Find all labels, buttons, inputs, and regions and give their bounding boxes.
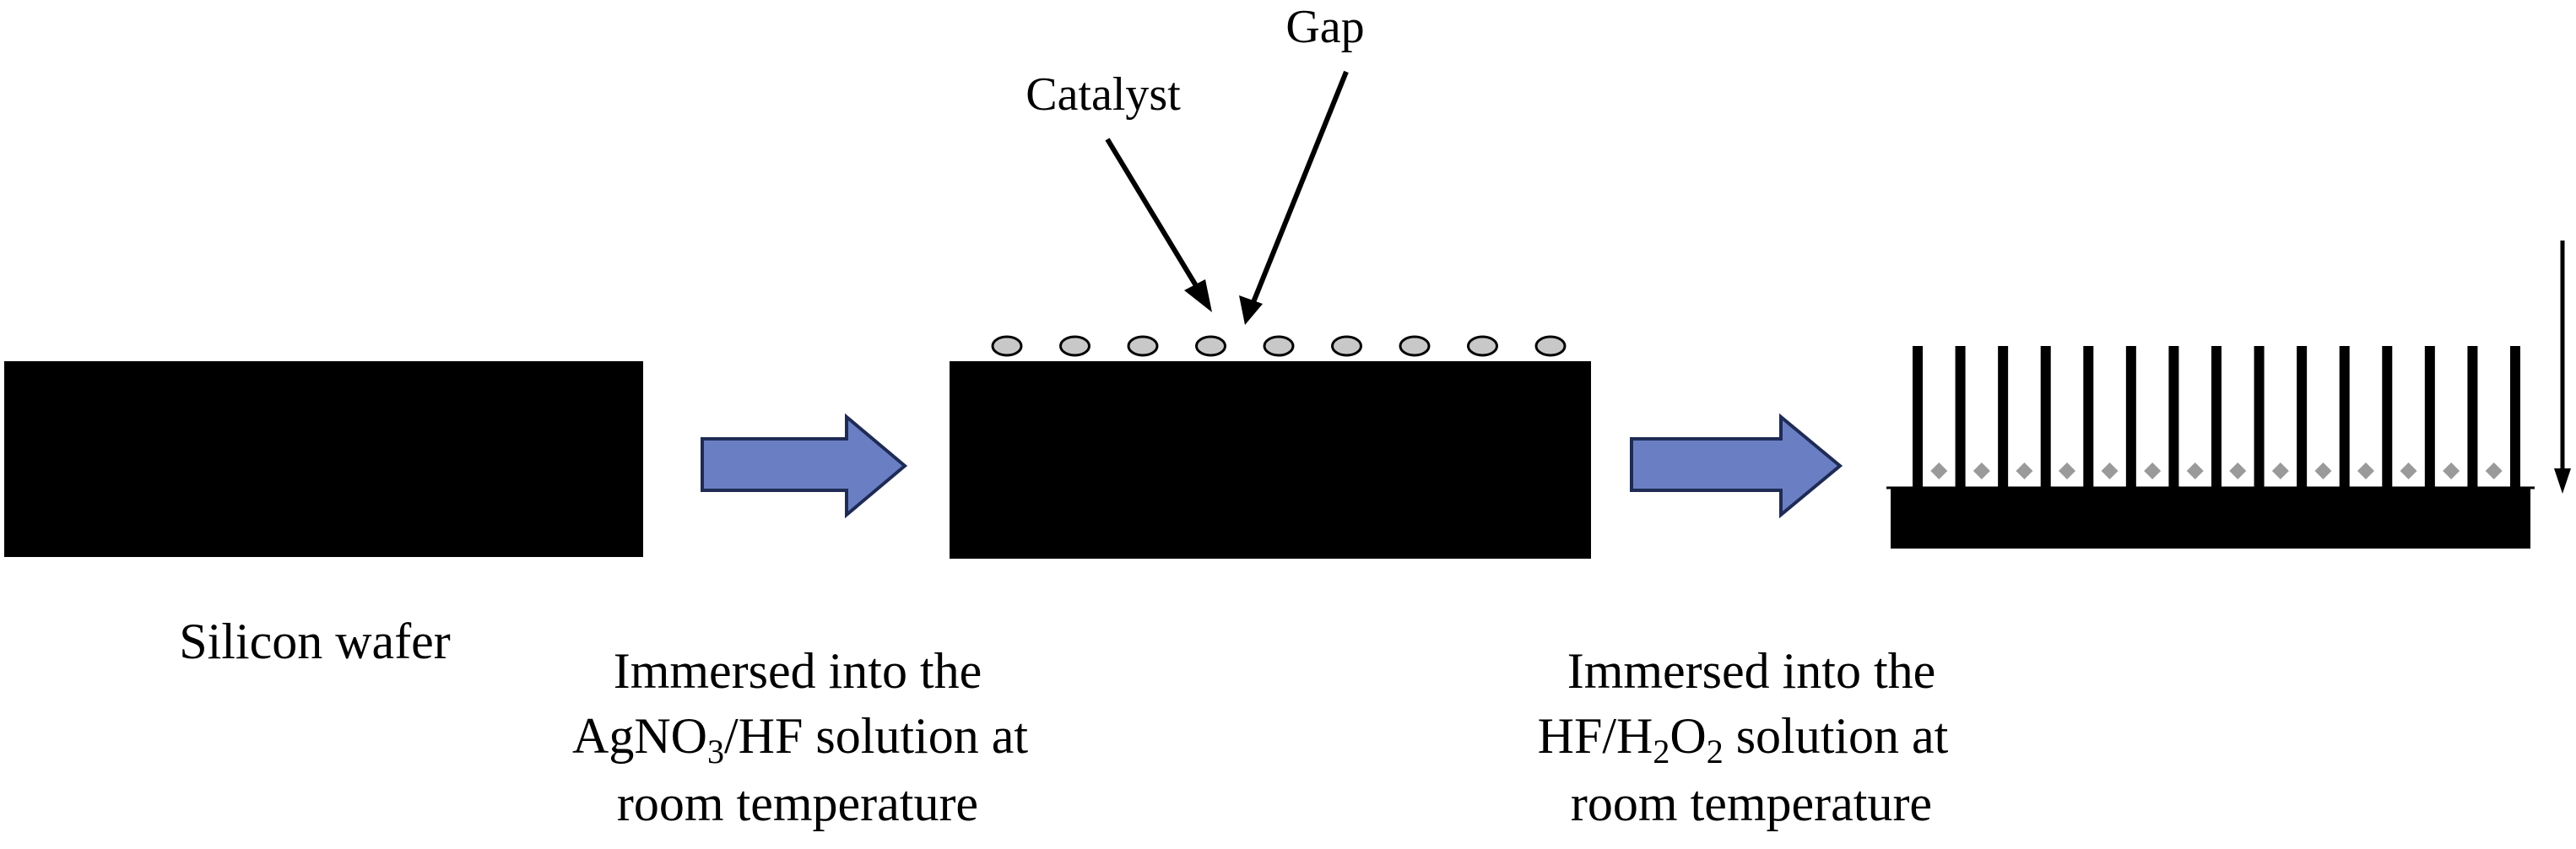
sunken-catalyst-particle <box>1973 462 1990 479</box>
catalyst-particle <box>1127 335 1159 357</box>
step2-caption-line3: room temperature <box>1571 776 1932 831</box>
silicon-wafer-label: Silicon wafer <box>179 614 451 669</box>
silicon-nanowire <box>1955 346 1966 489</box>
silicon-nanowire <box>1913 346 1923 489</box>
sunken-catalyst-particle <box>2101 462 2119 479</box>
step2-subscript-2a: 2 <box>1653 733 1670 771</box>
gap-label: Gap <box>1285 1 1364 53</box>
silicon-nanowire <box>2297 346 2308 489</box>
step2-hfh-text: HF/H <box>1538 708 1653 764</box>
sunken-catalyst-particle <box>2357 462 2374 479</box>
silicon-nanowire <box>2125 346 2136 489</box>
catalyst-particle <box>1467 335 1498 357</box>
silicon-nanowire <box>2040 346 2051 489</box>
step1-caption-line2: AgNO3/HF solution at <box>572 708 1028 771</box>
step1-subscript-3: 3 <box>707 733 724 771</box>
step1-caption-line1: Immersed into the <box>614 643 982 699</box>
step1-caption-line3: room temperature <box>617 776 978 831</box>
etching-direction-arrow <box>2554 241 2571 494</box>
silicon-nanowire <box>2211 346 2222 489</box>
sunken-catalyst-particle <box>2144 462 2162 479</box>
sunken-catalyst-particle <box>2016 462 2033 479</box>
catalyst-particle <box>1534 335 1567 357</box>
step1-agno-text: AgNO <box>572 708 707 764</box>
step2-caption-line1: Immersed into the <box>1567 643 1936 699</box>
step2-o-text: O <box>1670 708 1706 764</box>
silicon-nanowire <box>2467 346 2478 489</box>
wafer-with-catalyst-block <box>950 361 1591 559</box>
silicon-nanowire <box>2510 346 2520 489</box>
catalyst-particle <box>1399 335 1431 357</box>
catalyst-pointer-arrow <box>1105 138 1212 312</box>
sunken-catalyst-particle <box>2314 462 2332 479</box>
silicon-nanowire <box>2254 346 2265 489</box>
sunken-catalyst-particle <box>2271 462 2289 479</box>
silicon-wafer-block <box>4 361 643 557</box>
sunken-catalyst-particle <box>2229 462 2247 479</box>
step2-caption-line2: HF/H2O2 solution at <box>1538 708 1949 771</box>
sunken-catalyst-particle <box>2485 462 2503 479</box>
catalyst-particle <box>991 335 1023 357</box>
gap-pointer-arrow <box>1239 70 1349 325</box>
sunken-catalyst-particle <box>2186 462 2204 479</box>
silicon-nanowire <box>2083 346 2094 489</box>
sunken-catalyst-particle <box>2059 462 2075 479</box>
silicon-nanowire <box>2168 346 2179 489</box>
catalyst-particles <box>991 335 1567 357</box>
sunken-catalyst-particles <box>1930 462 2503 479</box>
catalyst-particle <box>1059 335 1090 357</box>
silicon-nanowire <box>2382 346 2393 489</box>
sunken-catalyst-particle <box>1930 462 1948 479</box>
catalyst-particle <box>1263 335 1295 357</box>
catalyst-particle <box>1195 335 1226 357</box>
silicon-nanowire <box>2339 346 2350 489</box>
catalyst-label: Catalyst <box>1026 68 1181 121</box>
process-arrow-2 <box>1630 413 1843 519</box>
sunken-catalyst-particle <box>2443 462 2460 479</box>
silicon-nanowires <box>1913 346 2520 489</box>
step2-solution-text: solution at <box>1724 708 1949 764</box>
silicon-nanowire <box>2424 346 2435 489</box>
catalyst-particle <box>1331 335 1362 357</box>
step2-subscript-2b: 2 <box>1707 733 1724 771</box>
etched-wafer-base <box>1891 488 2530 549</box>
process-arrow-1 <box>701 413 908 519</box>
silicon-nanowire <box>1998 346 2009 489</box>
sunken-catalyst-particle <box>2400 462 2417 479</box>
step1-hf-solution-text: /HF solution at <box>724 708 1028 764</box>
